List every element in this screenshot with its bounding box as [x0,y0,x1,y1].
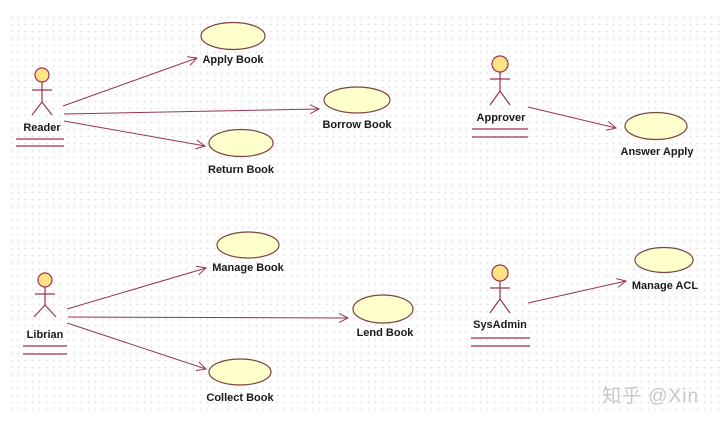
actor-figure-reader [16,67,64,147]
usecase-label-answer-apply: Answer Apply [620,146,694,158]
actor-figure-sysadmin [471,264,530,347]
association-librian-lend-book [67,317,348,318]
usecase-label-collect-book: Collect Book [206,392,274,404]
usecase-label-manage-book: Manage Book [212,262,284,274]
usecase-label-return-book: Return Book [208,164,274,176]
usecase-ellipse-borrow-book [323,86,391,114]
watermark: 知乎 @Xin [602,386,700,407]
actor-label-approver: Approver [476,112,526,124]
usecase-ellipse-manage-acl [634,246,694,274]
usecase-ellipse-collect-book [208,358,272,386]
usecase-ellipse-manage-book [216,231,280,259]
usecase-label-apply-book: Apply Book [202,54,264,66]
actor-label-librian: Librian [26,329,64,341]
usecase-label-lend-book: Lend Book [356,327,414,339]
usecase-ellipse-return-book [208,128,274,158]
association-sysadmin-manage-acl [527,281,626,304]
actor-figure-librian [23,272,67,355]
association-reader-borrow-book [63,109,319,115]
actor-label-reader: Reader [23,122,61,134]
grid-background [8,14,723,410]
usecase-label-manage-acl: Manage ACL [631,280,699,292]
association-librian-manage-book [66,268,206,310]
association-librian-collect-book [66,322,206,369]
actor-label-sysadmin: SysAdmin [473,319,527,331]
usecase-ellipse-lend-book [352,294,414,324]
association-reader-return-book [63,120,205,146]
usecase-ellipse-apply-book [200,21,266,51]
actor-figure-approver [472,55,528,138]
usecase-label-borrow-book: Borrow Book [322,119,392,131]
association-reader-apply-book [62,58,197,107]
association-approver-answer-apply [527,106,616,128]
usecase-ellipse-answer-apply [624,111,688,141]
